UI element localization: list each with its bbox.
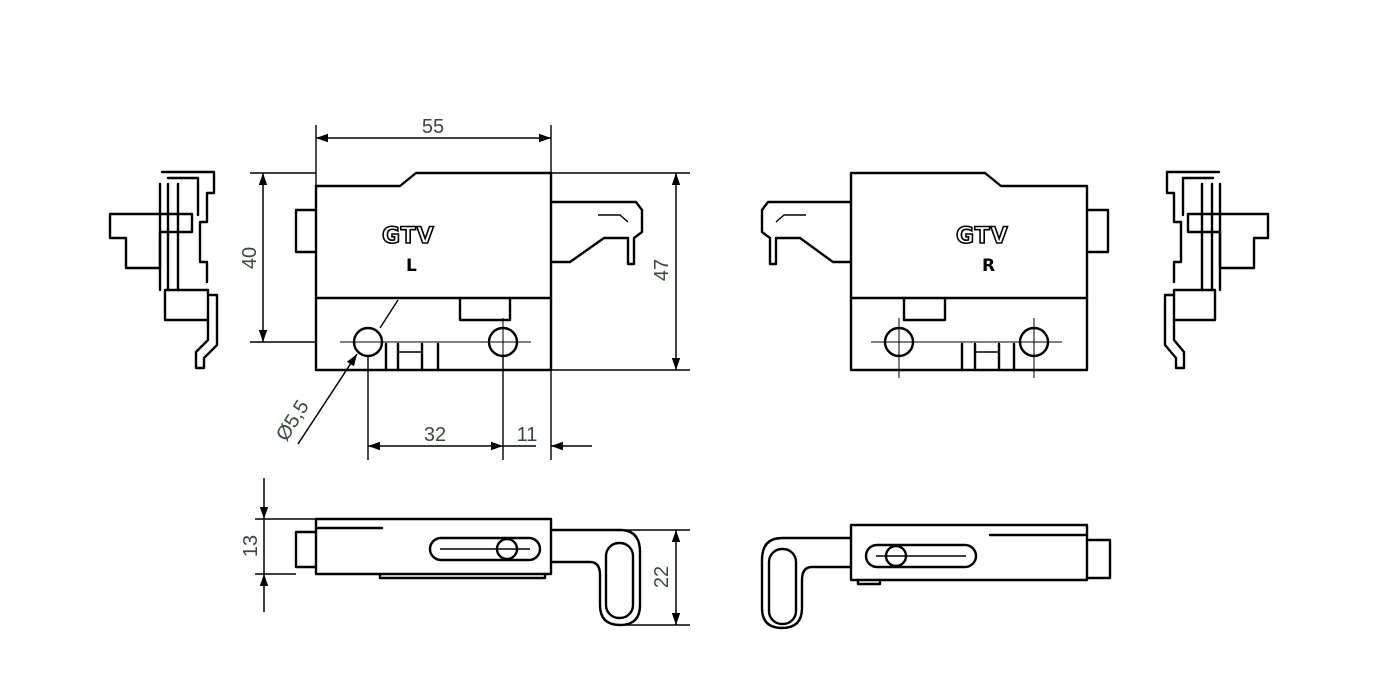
right-front-view: GTV R [760,171,1110,378]
side-label-left: L [406,256,417,276]
right-side-profile [1163,170,1270,370]
brand-logo-left: GTV [382,224,435,249]
dim-height-40: 40 [239,247,261,269]
dim-bracket-depth: 22 [651,566,673,588]
brand-logo-right: GTV [956,224,1009,249]
dim-hole-spacing: 32 [424,424,446,446]
dim-hole-diameter: Ø5,5 [272,397,314,445]
left-side-profile [108,170,219,370]
dim-thickness: 13 [240,535,262,557]
dim-hole-offset: 11 [517,424,538,446]
left-front-view: GTV L [294,171,644,378]
dim-width: 55 [422,116,444,138]
right-bottom-view [760,523,1112,630]
left-bottom-view [294,517,642,627]
left-bottom-dimensions: 13 22 [240,478,690,626]
left-front-dimensions: 55 40 47 32 11 Ø5,5 [239,116,690,460]
dim-height-47: 47 [651,259,673,281]
side-label-right: R [982,256,995,276]
